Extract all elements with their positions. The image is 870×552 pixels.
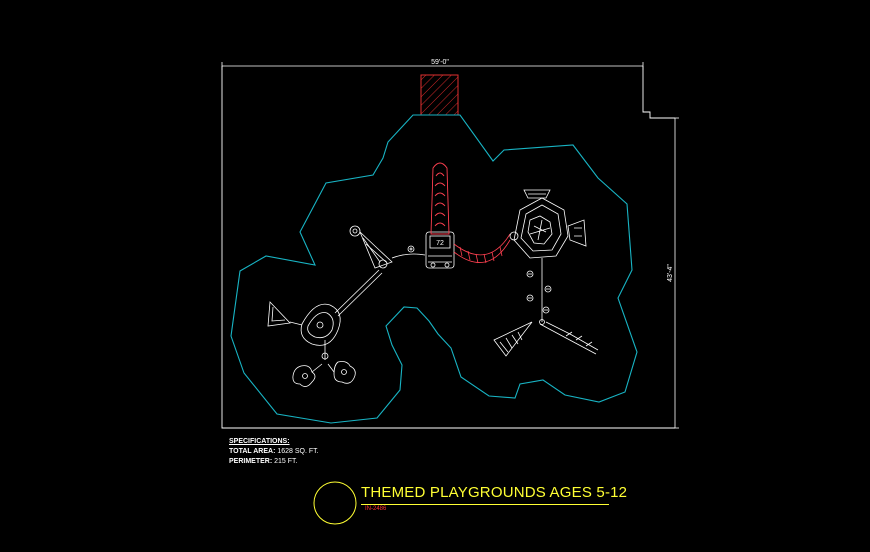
left-net-climber — [334, 225, 393, 317]
right-ramp-climbers — [493, 321, 599, 357]
triangle-spinner — [267, 301, 341, 346]
right-spring-posts — [526, 258, 552, 325]
width-dimension-label: 59'-0" — [431, 59, 449, 66]
drawing-title: THEMED PLAYGROUNDS AGES 5-12 — [361, 484, 628, 501]
specifications-heading: SPECIFICATIONS: — [229, 438, 290, 445]
perimeter-label: PERIMETER: — [229, 458, 273, 465]
dome-climber — [509, 189, 587, 259]
tower-connector — [391, 245, 426, 259]
perimeter-value: 215 FT. — [274, 458, 298, 465]
drawing-code: IN-2486 — [365, 506, 387, 512]
depth-dimension-label: 43'-4" — [667, 264, 674, 282]
tower-number: 72 — [436, 240, 444, 247]
total-area-value: 1628 SQ. FT. — [277, 448, 319, 455]
curved-bridge — [453, 233, 511, 264]
site-extents-outline — [221, 66, 675, 429]
safety-surface-boundary — [230, 114, 638, 424]
entry-pad-hatched — [420, 74, 459, 116]
perimeter-row: PERIMETER: 215 FT. — [229, 457, 319, 467]
total-area-row: TOTAL AREA: 1628 SQ. FT. — [229, 447, 319, 457]
specifications-block: SPECIFICATIONS: TOTAL AREA: 1628 SQ. FT.… — [229, 437, 319, 467]
title-block: THEMED PLAYGROUNDS AGES 5-12 IN-2486 — [361, 484, 628, 512]
central-tower — [425, 231, 455, 269]
trilobe-spinners — [292, 340, 356, 387]
tube-slide — [430, 162, 450, 235]
total-area-label: TOTAL AREA: — [229, 448, 276, 455]
title-underline — [361, 504, 609, 505]
title-circle-symbol — [313, 481, 357, 525]
